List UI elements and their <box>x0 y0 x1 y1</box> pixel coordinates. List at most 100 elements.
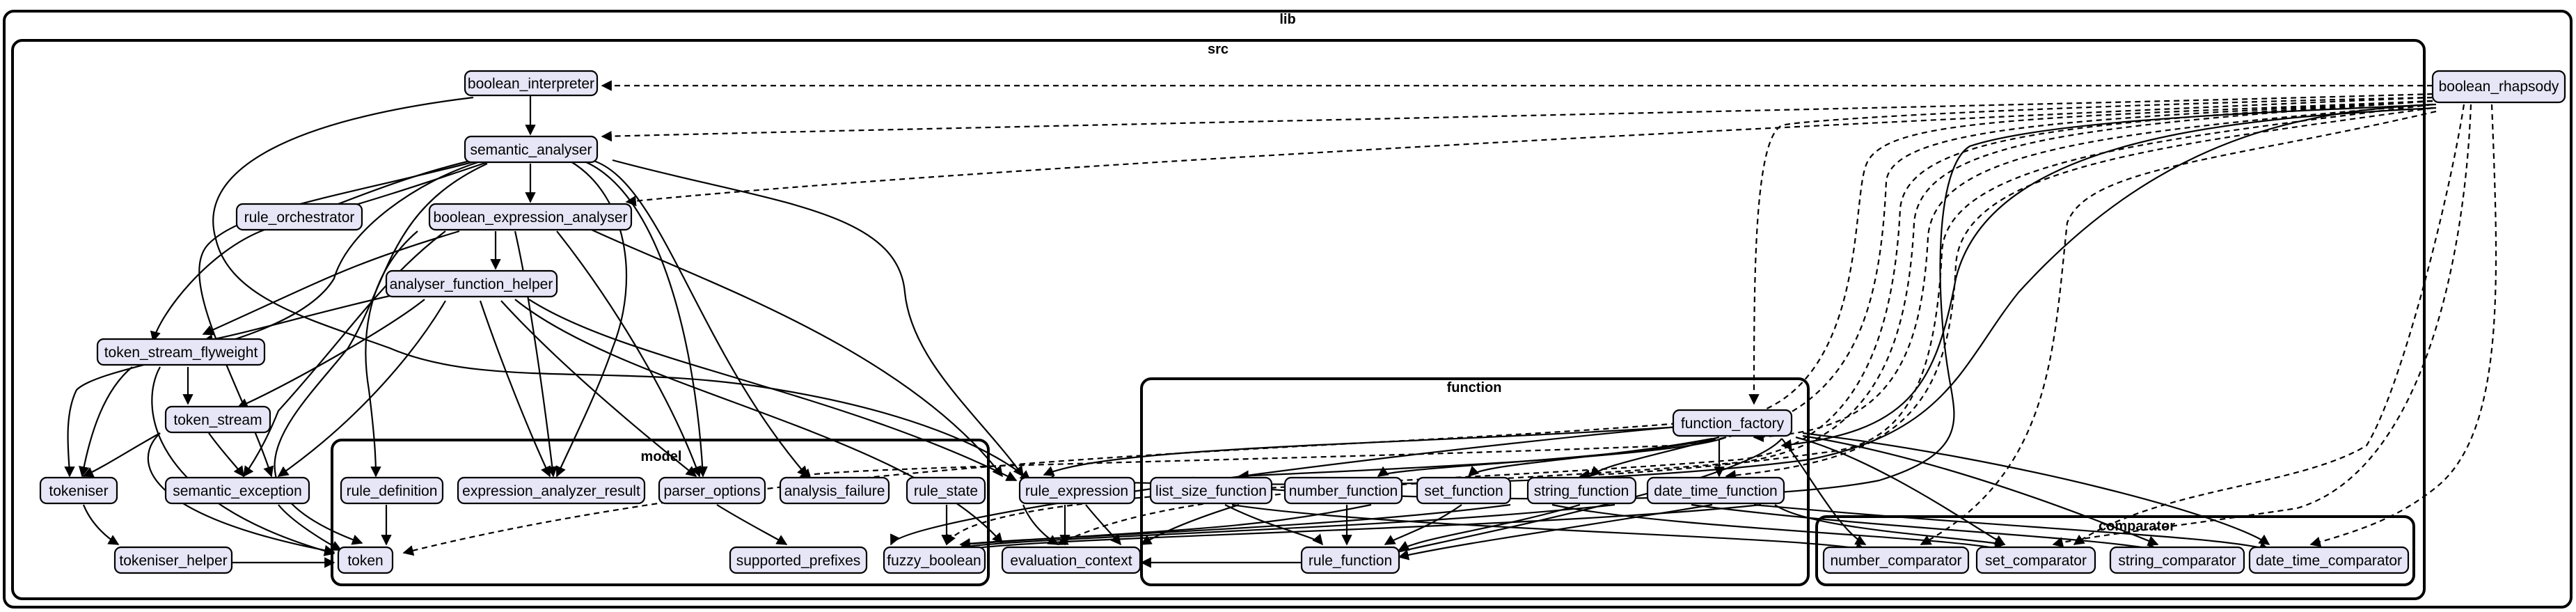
node-rule_state[interactable]: rule_state <box>906 476 986 505</box>
edge <box>82 504 120 545</box>
node-boolean_rhapsody[interactable]: boolean_rhapsody <box>2431 70 2566 104</box>
node-date_time_function[interactable]: date_time_function <box>1646 476 1785 505</box>
node-semantic_exception[interactable]: semantic_exception <box>164 476 310 505</box>
edge <box>365 230 418 478</box>
edge <box>500 300 697 477</box>
edge <box>514 230 558 478</box>
node-fuzzy_boolean[interactable]: fuzzy_boolean <box>883 546 986 574</box>
node-string_comparator[interactable]: string_comparator <box>2109 546 2245 574</box>
cluster-lib: lib <box>3 10 2573 609</box>
edge <box>591 159 809 478</box>
node-expression_analyzer_result[interactable]: expression_analyzer_result <box>457 476 646 505</box>
node-label: evaluation_context <box>1010 553 1132 569</box>
cluster-lib-label: lib <box>1279 12 1295 27</box>
edge <box>1467 437 1713 478</box>
node-label: fuzzy_boolean <box>887 553 981 569</box>
node-number_function[interactable]: number_function <box>1283 476 1403 505</box>
cluster-src: src <box>11 39 2426 600</box>
edge <box>147 432 335 556</box>
edge <box>82 432 161 478</box>
edge <box>1398 503 1581 551</box>
node-label: rule_orchestrator <box>244 210 355 226</box>
node-supported_prefixes[interactable]: supported_prefixes <box>729 546 868 574</box>
node-label: date_time_comparator <box>2256 553 2402 569</box>
edge <box>198 159 481 478</box>
edge <box>237 299 425 409</box>
node-label: set_comparator <box>1985 553 2087 569</box>
node-rule_definition[interactable]: rule_definition <box>340 476 444 505</box>
edge <box>959 503 1372 549</box>
edge <box>1085 504 1121 546</box>
node-label: token <box>347 553 383 569</box>
cluster-model-label: model <box>641 449 682 464</box>
node-label: list_size_function <box>1155 483 1267 499</box>
edge <box>479 300 551 478</box>
node-rule_orchestrator[interactable]: rule_orchestrator <box>235 203 363 231</box>
edge <box>1753 503 2270 552</box>
node-label: supported_prefixes <box>736 553 861 569</box>
edge <box>1551 503 2006 554</box>
node-label: set_function <box>1424 483 1503 499</box>
edge <box>243 230 446 478</box>
node-evaluation_context[interactable]: evaluation_context <box>1001 546 1141 574</box>
node-token_stream[interactable]: token_stream <box>164 405 271 434</box>
node-boolean_expression_analyser[interactable]: boolean_expression_analyser <box>428 203 633 231</box>
node-number_comparator[interactable]: number_comparator <box>1822 546 1970 574</box>
cluster-function: function <box>1140 377 1810 586</box>
node-tokeniser_helper[interactable]: tokeniser_helper <box>113 546 233 574</box>
node-token[interactable]: token <box>337 546 394 574</box>
edge <box>946 100 2433 546</box>
edge <box>799 100 2433 479</box>
cluster-model: model <box>331 439 990 586</box>
edge <box>212 96 1032 481</box>
edge <box>716 504 788 545</box>
edge <box>959 503 1615 551</box>
node-label: semantic_exception <box>173 483 302 499</box>
edge <box>202 295 390 345</box>
edge <box>2073 104 2465 545</box>
edge <box>625 96 2433 207</box>
node-set_comparator[interactable]: set_comparator <box>1975 546 2096 574</box>
edge <box>1224 504 1323 546</box>
node-tokeniser[interactable]: tokeniser <box>39 476 118 505</box>
node-boolean_interpreter[interactable]: boolean_interpreter <box>464 70 599 97</box>
edge <box>1725 107 2433 481</box>
node-set_function[interactable]: set_function <box>1416 476 1512 505</box>
node-label: expression_analyzer_result <box>462 483 640 499</box>
node-label: tokeniser <box>49 483 108 499</box>
node-analysis_failure[interactable]: analysis_failure <box>779 476 890 505</box>
node-label: analysis_failure <box>784 483 885 499</box>
cluster-comparator: comparator <box>1815 515 2415 586</box>
node-parser_options[interactable]: parser_options <box>658 476 766 505</box>
node-rule_expression[interactable]: rule_expression <box>1018 476 1136 505</box>
node-semantic_analyser[interactable]: semantic_analyser <box>464 135 599 164</box>
cluster-function-label: function <box>1447 380 1502 395</box>
node-token_stream_flyweight[interactable]: token_stream_flyweight <box>96 338 266 366</box>
node-label: semantic_analyser <box>470 142 592 158</box>
node-label: string_comparator <box>2118 553 2236 569</box>
node-date_time_comparator[interactable]: date_time_comparator <box>2248 546 2410 574</box>
edge <box>556 230 702 478</box>
edge <box>591 229 1003 478</box>
node-analyser_function_helper[interactable]: analyser_function_helper <box>385 269 558 298</box>
node-label: token_stream_flyweight <box>104 345 258 361</box>
edge <box>1140 503 1240 545</box>
node-string_function[interactable]: string_function <box>1526 476 1637 505</box>
edge <box>1920 110 2437 545</box>
edge <box>78 366 133 478</box>
edge <box>1579 103 2433 480</box>
edge <box>278 504 342 551</box>
node-label: function_factory <box>1681 416 1785 432</box>
edge <box>959 503 1511 549</box>
node-function_factory[interactable]: function_factory <box>1672 409 1793 437</box>
edge <box>1753 103 2433 443</box>
edge <box>64 160 481 478</box>
node-list_size_function[interactable]: list_size_function <box>1149 476 1273 505</box>
edge <box>959 503 1762 554</box>
node-label: number_comparator <box>1830 553 1961 569</box>
edge <box>514 299 1004 544</box>
node-rule_function[interactable]: rule_function <box>1300 546 1400 574</box>
edge <box>1780 107 2437 450</box>
edge <box>1691 503 2159 554</box>
edge <box>402 100 2433 556</box>
